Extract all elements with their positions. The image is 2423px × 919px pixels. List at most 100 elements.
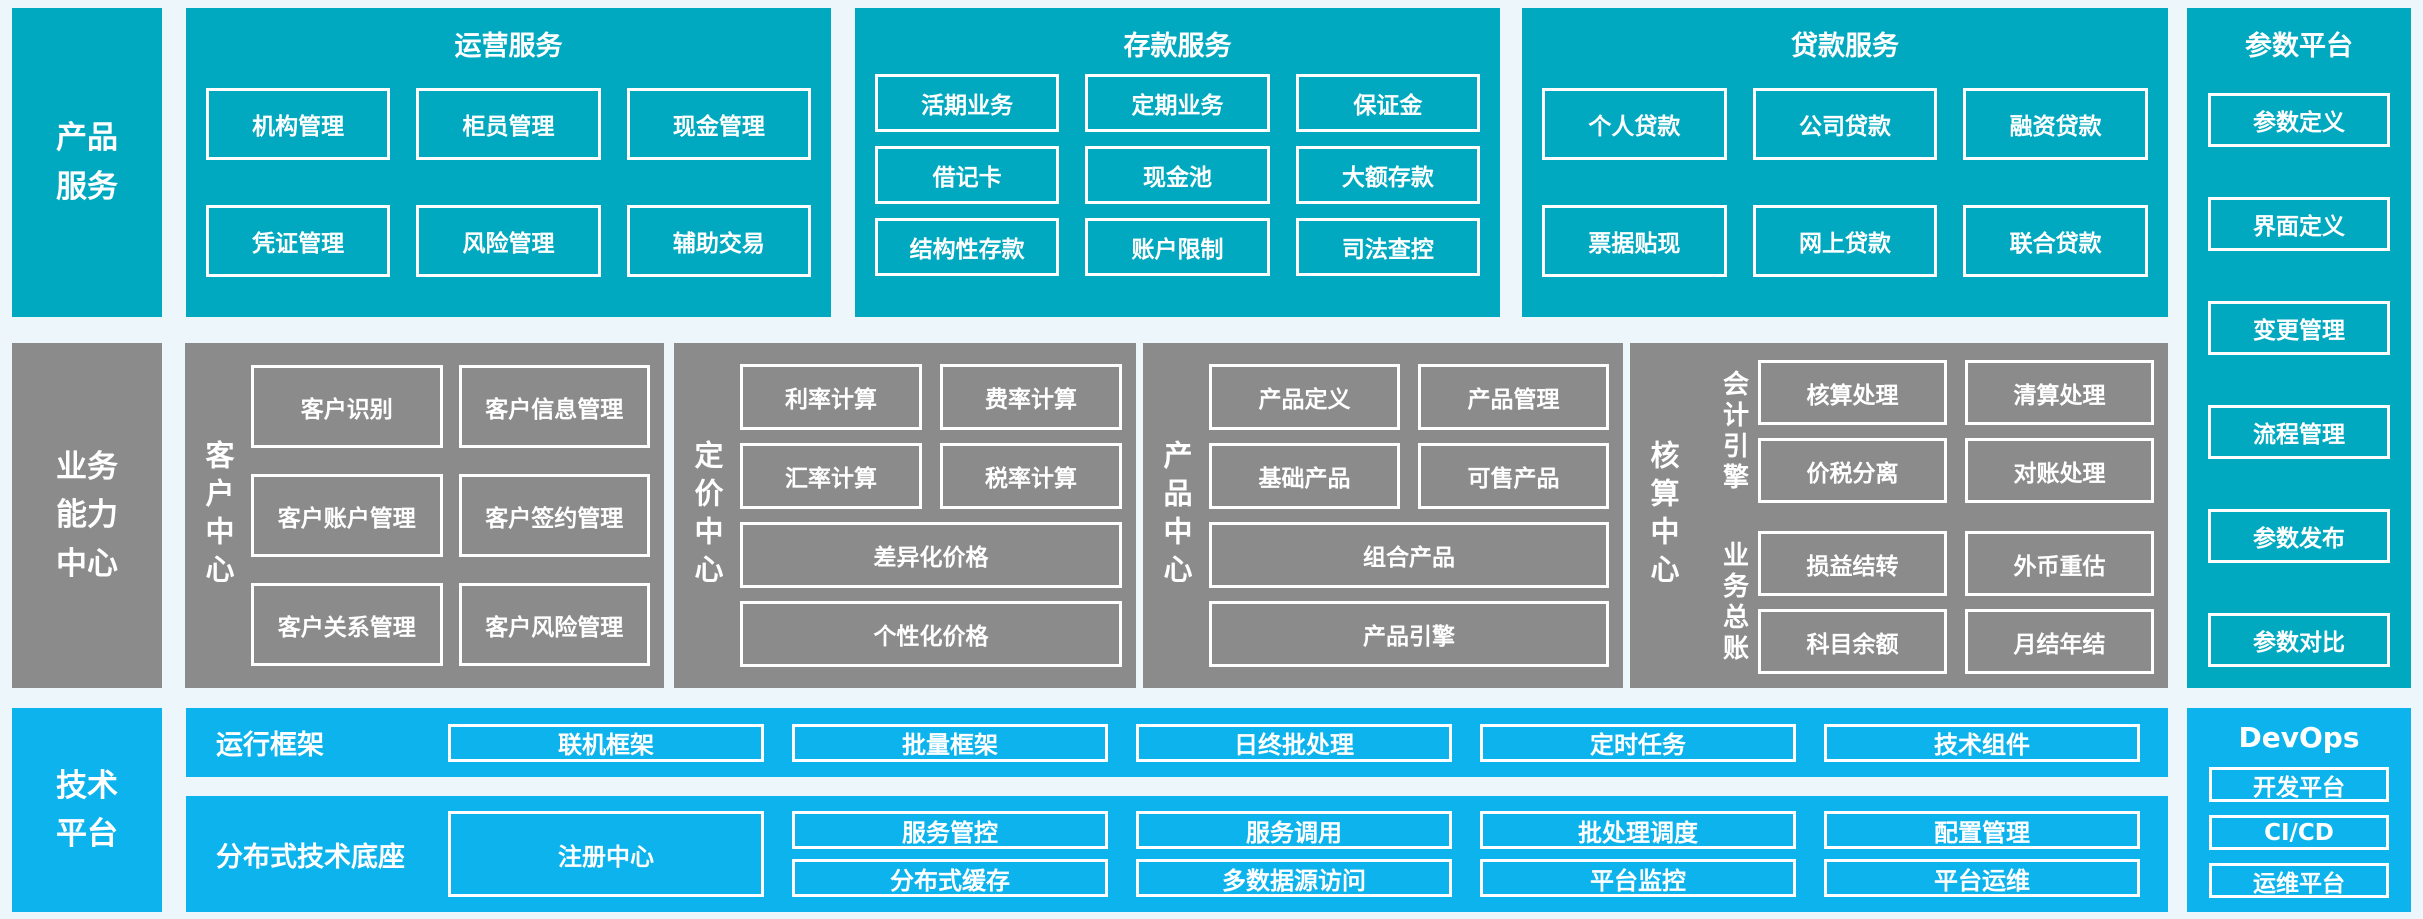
base-box: 多数据源访问 [1136, 859, 1452, 897]
customer-center-label: 客户中心 [201, 439, 235, 592]
base-box: 平台运维 [1824, 859, 2140, 897]
operations-box: 辅助交易 [626, 205, 811, 277]
customer-box: 客户签约管理 [458, 474, 650, 557]
pricing-center-panel: 定价中心 利率计算 费率计算 汇率计算 税率计算 差异化价格 个性化价格 [674, 343, 1136, 688]
technology-platform-sidebar-label: 技术平台 [56, 767, 118, 852]
product-center-label: 产品中心 [1159, 439, 1193, 592]
loan-box: 个人贷款 [1542, 88, 1727, 160]
loan-box: 票据贴现 [1542, 205, 1727, 277]
accounting-box: 损益结转 [1758, 531, 1947, 596]
product-box: 产品管理 [1418, 364, 1609, 430]
parameter-box: 变更管理 [2208, 301, 2390, 355]
runtime-box: 技术组件 [1824, 723, 2140, 762]
customer-box: 客户关系管理 [251, 583, 443, 666]
product-box: 产品定义 [1209, 364, 1400, 430]
operations-services-title: 运营服务 [454, 31, 563, 62]
operations-services-panel: 运营服务 机构管理 柜员管理 现金管理 凭证管理 风险管理 辅助交易 [186, 8, 831, 317]
business-ledger-grid: 损益结转 外币重估 科目余额 月结年结 [1758, 531, 2154, 674]
product-center-panel: 产品中心 产品定义 产品管理 基础产品 可售产品 组合产品 产品引擎 [1143, 343, 1623, 688]
loan-box: 网上贷款 [1752, 205, 1938, 277]
operations-services-grid: 机构管理 柜员管理 现金管理 凭证管理 风险管理 辅助交易 [186, 88, 831, 277]
accounting-engine-group: 会计引擎 核算处理 清算处理 价税分离 对账处理 [1710, 360, 2154, 503]
pricing-box: 汇率计算 [740, 443, 922, 509]
loan-box: 公司贷款 [1752, 88, 1938, 160]
base-column: 批处理调度 平台监控 [1480, 811, 1796, 897]
base-box: 批处理调度 [1480, 811, 1796, 849]
devops-list: 开发平台 CI/CD 运维平台 [2187, 754, 2411, 898]
accounting-center-groups: 会计引擎 核算处理 清算处理 价税分离 对账处理 业务总账 损益结转 外币重估 … [1696, 343, 2168, 688]
base-box: 服务管控 [792, 811, 1108, 849]
base-box: 平台监控 [1480, 859, 1796, 897]
runtime-framework-label: 运行框架 [216, 730, 324, 761]
deposit-services-title: 存款服务 [1123, 31, 1232, 62]
product-services-sidebar: 产品服务 [12, 8, 162, 317]
deposit-services-panel: 存款服务 活期业务 定期业务 保证金 借记卡 现金池 大额存款 结构性存款 账户… [855, 8, 1500, 317]
deposit-box: 大额存款 [1295, 146, 1480, 204]
runtime-box: 日终批处理 [1136, 723, 1452, 762]
parameter-box: 参数定义 [2208, 93, 2390, 147]
parameter-box: 流程管理 [2208, 405, 2390, 459]
accounting-box: 科目余额 [1758, 609, 1947, 674]
base-column: 服务调用 多数据源访问 [1136, 811, 1452, 897]
operations-box: 现金管理 [626, 88, 811, 160]
deposit-box: 司法查控 [1295, 218, 1480, 276]
pricing-box: 税率计算 [940, 443, 1122, 509]
product-box: 组合产品 [1209, 522, 1609, 588]
registry-column: 注册中心 [448, 796, 764, 912]
parameter-box: 参数对比 [2208, 613, 2390, 667]
loan-box: 融资贷款 [1963, 88, 2148, 160]
product-box: 可售产品 [1418, 443, 1609, 509]
accounting-box: 外币重估 [1965, 531, 2154, 596]
pricing-box: 费率计算 [940, 364, 1122, 430]
deposit-box: 定期业务 [1085, 74, 1270, 132]
devops-title: DevOps [2238, 721, 2360, 754]
pricing-box: 利率计算 [740, 364, 922, 430]
pricing-center-grid: 利率计算 费率计算 汇率计算 税率计算 差异化价格 个性化价格 [740, 343, 1136, 688]
base-box: 分布式缓存 [792, 859, 1108, 897]
deposit-box: 账户限制 [1085, 218, 1270, 276]
deposit-services-grid: 活期业务 定期业务 保证金 借记卡 现金池 大额存款 结构性存款 账户限制 司法… [855, 74, 1500, 276]
accounting-box: 月结年结 [1965, 609, 2154, 674]
customer-box: 客户风险管理 [458, 583, 650, 666]
parameter-platform-panel: 参数平台 参数定义 界面定义 变更管理 流程管理 参数发布 参数对比 [2187, 8, 2411, 688]
customer-center-panel: 客户中心 客户识别 客户信息管理 客户账户管理 客户签约管理 客户关系管理 客户… [185, 343, 664, 688]
pricing-center-label: 定价中心 [690, 439, 724, 592]
accounting-engine-grid: 核算处理 清算处理 价税分离 对账处理 [1758, 360, 2154, 503]
runtime-box: 联机框架 [448, 723, 764, 762]
deposit-box: 保证金 [1295, 74, 1480, 132]
pricing-box: 个性化价格 [740, 601, 1122, 667]
customer-center-grid: 客户识别 客户信息管理 客户账户管理 客户签约管理 客户关系管理 客户风险管理 [251, 343, 664, 688]
loan-services-panel: 贷款服务 个人贷款 公司贷款 融资贷款 票据贴现 网上贷款 联合贷款 [1522, 8, 2168, 317]
parameter-platform-title: 参数平台 [2245, 31, 2353, 62]
base-box: 配置管理 [1824, 811, 2140, 849]
product-box: 基础产品 [1209, 443, 1400, 509]
registry-box: 注册中心 [448, 811, 764, 897]
devops-box: CI/CD [2209, 815, 2389, 850]
business-capability-sidebar-label: 业务能力中心 [56, 449, 118, 582]
business-ledger-label: 业务总账 [1718, 540, 1749, 665]
deposit-box: 借记卡 [875, 146, 1060, 204]
parameter-box: 参数发布 [2208, 509, 2390, 563]
operations-box: 柜员管理 [416, 88, 601, 160]
customer-box: 客户识别 [251, 365, 443, 448]
product-services-sidebar-label: 产品服务 [56, 120, 118, 205]
distributed-base-label: 分布式技术底座 [216, 841, 405, 873]
loan-services-grid: 个人贷款 公司贷款 融资贷款 票据贴现 网上贷款 联合贷款 [1522, 88, 2168, 277]
customer-box: 客户信息管理 [458, 365, 650, 448]
product-center-grid: 产品定义 产品管理 基础产品 可售产品 组合产品 产品引擎 [1209, 343, 1623, 688]
customer-box: 客户账户管理 [251, 474, 443, 557]
operations-box: 机构管理 [206, 88, 391, 160]
pricing-box: 差异化价格 [740, 522, 1122, 588]
base-column: 配置管理 平台运维 [1824, 811, 2140, 897]
base-column: 服务管控 分布式缓存 [792, 811, 1108, 897]
runtime-framework-boxes: 联机框架 批量框架 日终批处理 定时任务 技术组件 [448, 723, 2168, 762]
distributed-base-boxes: 注册中心 服务管控 分布式缓存 服务调用 多数据源访问 批处理调度 平台监控 配… [448, 796, 2168, 912]
devops-panel: DevOps 开发平台 CI/CD 运维平台 [2187, 708, 2411, 912]
distributed-base-bar: 分布式技术底座 注册中心 服务管控 分布式缓存 服务调用 多数据源访问 批处理调… [186, 796, 2168, 912]
operations-box: 风险管理 [416, 205, 601, 277]
accounting-box: 对账处理 [1965, 438, 2154, 503]
deposit-box: 结构性存款 [875, 218, 1060, 276]
runtime-box: 批量框架 [792, 723, 1108, 762]
accounting-center-panel: 核算中心 会计引擎 核算处理 清算处理 价税分离 对账处理 业务总账 损益结转 … [1630, 343, 2168, 688]
